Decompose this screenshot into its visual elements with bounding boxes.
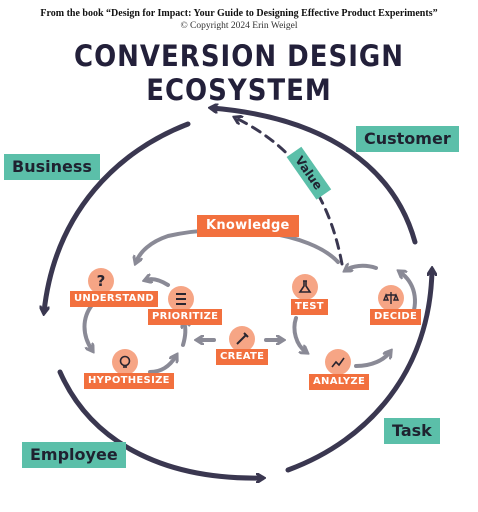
step-decide: DECIDE [370,309,422,325]
loop-hypothesize-right [148,356,176,374]
employee-label: Employee [22,442,126,468]
knowledge-label: Knowledge [197,215,299,237]
loop-test-down [292,316,306,352]
customer-label: Customer [356,126,459,152]
outer-arc-top-right [212,108,418,245]
value-arrow [236,118,344,266]
step-hypothesize: HYPOTHESIZE [84,373,174,389]
loop-analyze-right [354,352,390,368]
outer-arc-bottom-left [57,369,262,478]
business-label: Business [4,154,100,180]
loop-understand-down [82,303,93,350]
balance-scale-icon [378,285,404,311]
book-credit: From the book “Design for Impact: Your G… [40,8,438,19]
flask-icon [292,274,318,300]
lightbulb-icon [112,349,138,375]
outer-arc-bottom-right [285,270,432,473]
diagram-title: CONVERSION DESIGN ECOSYSTEM [73,40,404,108]
step-analyze: ANALYZE [309,374,370,390]
step-create: CREATE [216,349,269,365]
task-label: Task [384,418,440,444]
loop-top-to-test [346,266,378,270]
step-understand: UNDERSTAND [70,291,158,307]
outer-arc-top-left [44,121,191,312]
copyright-credit: © Copyright 2024 Erin Weigel [180,21,298,31]
chart-icon [325,349,351,375]
step-test: TEST [291,299,328,315]
knowledge-arrow [136,227,340,262]
loop-prioritize-to-understand [146,279,170,287]
loop-up-to-prioritize [183,322,185,347]
numbered-list-icon [168,286,194,312]
step-prioritize: PRIORITIZE [148,309,223,325]
question-mark-icon: ? [88,268,114,294]
pencil-icon [229,326,255,352]
